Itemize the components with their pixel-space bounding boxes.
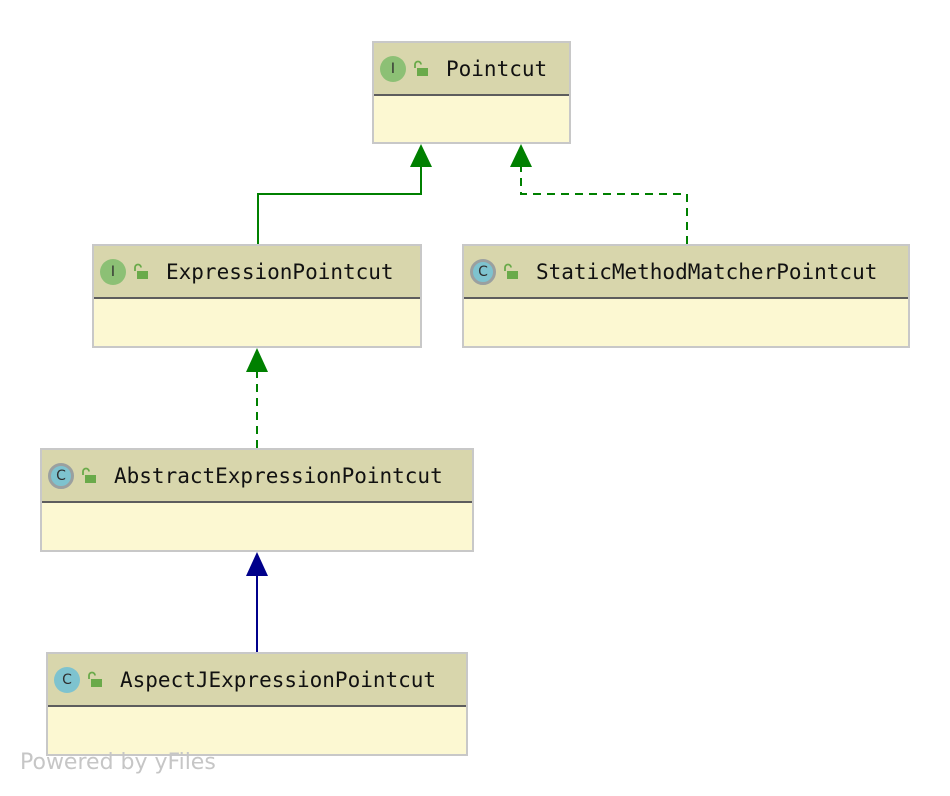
unlocked-padlock-icon [82,467,96,483]
arrowhead [246,552,268,576]
abstract-class-icon: C [470,258,496,285]
node-header: I Pointcut [374,43,569,96]
interface-icon: I [380,55,406,82]
class-node-pointcut[interactable]: I Pointcut [372,41,571,144]
unlocked-padlock-icon [414,60,428,76]
unlocked-padlock-icon [88,671,102,687]
node-title: AspectJExpressionPointcut [120,667,437,692]
unlocked-padlock-icon [134,263,148,279]
class-node-static-method-matcher-pointcut[interactable]: C StaticMethodMatcherPointcut [462,244,910,348]
class-node-abstract-expression-pointcut[interactable]: C AbstractExpressionPointcut [40,448,474,552]
node-header: I ExpressionPointcut [94,246,420,299]
node-title: AbstractExpressionPointcut [114,463,443,488]
arrowhead [510,144,532,167]
class-node-aspectj-expression-pointcut[interactable]: C AspectJExpressionPointcut [46,652,468,756]
node-header: C AspectJExpressionPointcut [48,654,466,707]
unlocked-padlock-icon [504,263,518,279]
arrowhead [410,144,432,167]
edge-aspectjexpressionpointcut-to-abstractexpressionpointcut [246,552,268,652]
class-node-expression-pointcut[interactable]: I ExpressionPointcut [92,244,422,348]
node-title: Pointcut [446,56,548,81]
node-title: ExpressionPointcut [166,259,394,284]
class-icon: C [54,666,80,693]
edge-expressionpointcut-to-pointcut [257,144,432,244]
node-title: StaticMethodMatcherPointcut [536,259,878,284]
node-header: C StaticMethodMatcherPointcut [464,246,908,299]
yfiles-watermark: Powered by yFiles [20,750,216,775]
interface-icon: I [100,258,126,285]
edge-abstractexpressionpointcut-to-expressionpointcut [246,348,268,448]
edge-staticmethodmatcherpointcut-to-pointcut [510,144,688,244]
node-header: C AbstractExpressionPointcut [42,450,472,503]
abstract-class-icon: C [48,462,74,489]
arrowhead [246,348,268,372]
